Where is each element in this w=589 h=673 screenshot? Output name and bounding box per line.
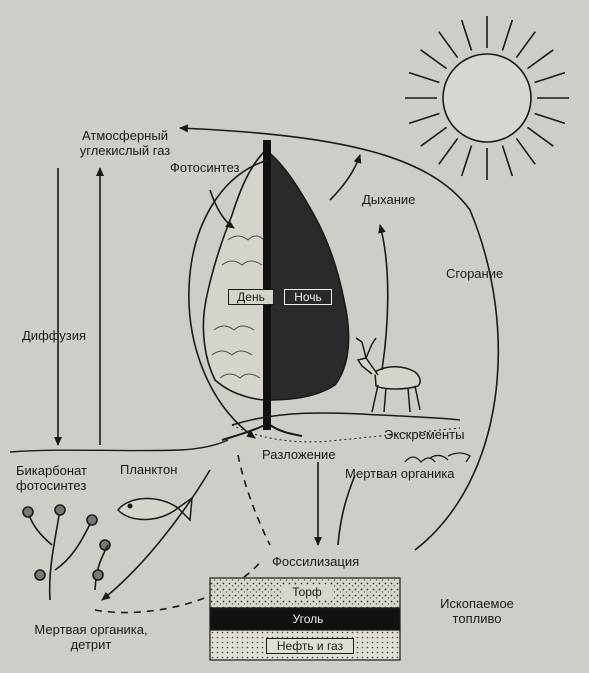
sun-ray: [420, 126, 448, 147]
ground-line: [231, 412, 461, 426]
label-excrement: Экскременты: [384, 427, 465, 442]
sun-ray: [515, 31, 536, 59]
sun-ray: [501, 145, 514, 177]
dead-organic-icon: [404, 452, 471, 463]
label-bicarbonate-photosynthesis: Бикарбонат фотосинтез: [16, 463, 87, 493]
sun-ray: [408, 71, 440, 84]
sun-ray: [526, 126, 554, 147]
sun-ray: [526, 49, 554, 70]
label-dead-organic-detritus: Мертвая органика, детрит: [34, 622, 148, 652]
sun-ray: [420, 49, 448, 70]
cycle-arrows: [54, 124, 499, 614]
label-day: День: [228, 289, 274, 305]
sun-ray: [460, 19, 473, 51]
label-night: Ночь: [284, 289, 332, 305]
sun-ray: [534, 112, 566, 125]
sun-ray: [501, 19, 514, 51]
label-oil-gas: Нефть и газ: [266, 638, 354, 654]
label-fossilization: Фоссилизация: [272, 554, 360, 569]
label-coal: Уголь: [292, 612, 324, 626]
tree-icon: [202, 140, 350, 441]
sun-ray: [408, 112, 440, 125]
sun-ray: [438, 31, 459, 59]
label-dead-organic: Мертвая органика: [345, 466, 455, 481]
water-surface: [9, 439, 229, 453]
label-peat: Торф: [282, 585, 332, 599]
label-combustion: Сгорание: [446, 266, 504, 281]
label-respiration: Дыхание: [362, 192, 416, 207]
label-photosynthesis: Фотосинтез: [170, 160, 240, 175]
deer-icon: [355, 337, 421, 413]
sun-ray: [438, 137, 459, 165]
label-atmospheric-co2: Атмосферный углекислый газ: [79, 128, 171, 158]
fish-icon: [116, 496, 193, 522]
label-decomposition: Разложение: [262, 447, 336, 462]
sun-icon: [405, 16, 569, 180]
sun-ray: [460, 145, 473, 177]
sun-ray: [534, 71, 566, 84]
label-diffusion: Диффузия: [22, 328, 87, 343]
label-fossil-fuel: Ископаемое топливо: [440, 596, 514, 626]
sun-ray: [515, 137, 536, 165]
label-plankton: Планктон: [120, 462, 178, 477]
seaweed-icon: [22, 504, 111, 601]
